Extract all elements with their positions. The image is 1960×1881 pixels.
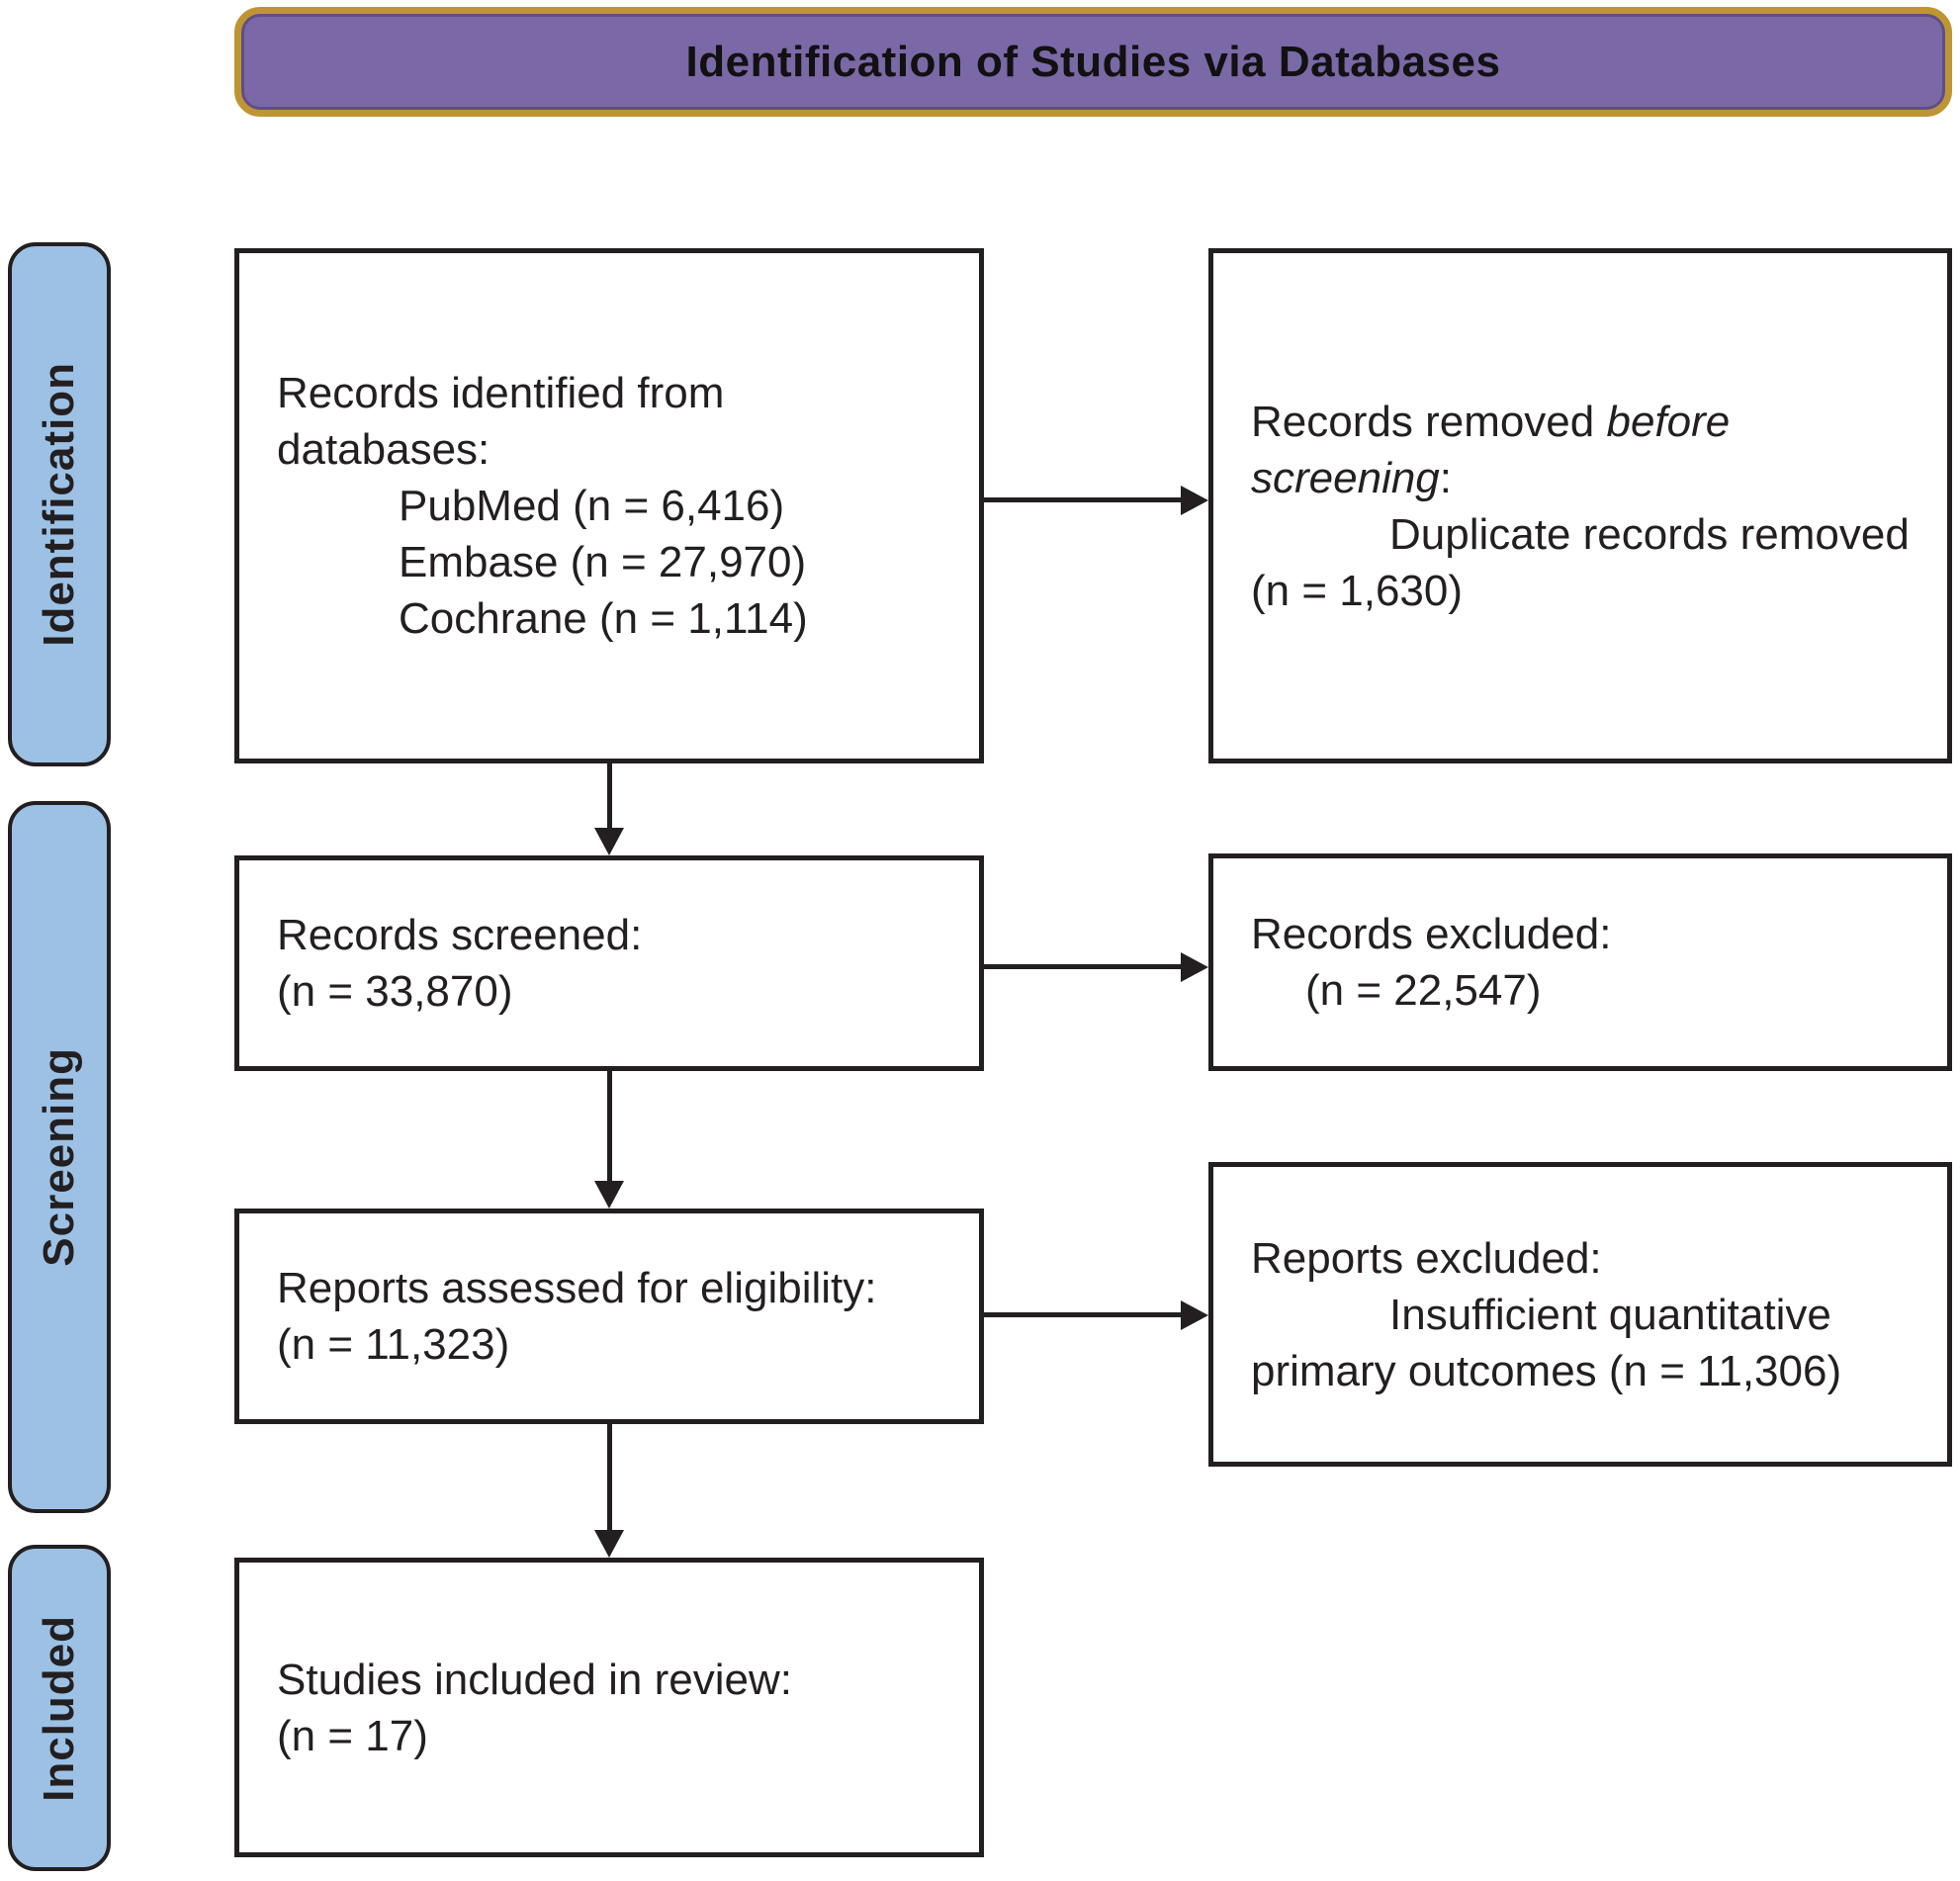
text-line-count: (n = 22,547) [1305,966,1542,1015]
box-reports-assessed: Reports assessed for eligibility: (n = 1… [234,1209,984,1424]
text-line-reason-count: primary outcomes (n = 11,306) [1251,1346,1842,1395]
stage-label-text: Identification [35,362,83,647]
text-line: Studies included in review: [277,1655,792,1704]
box-records-identified: Records identified from databases: PubMe… [234,248,984,763]
text-segment: Records removed [1251,397,1607,446]
box-records-screened: Records screened: (n = 33,870) [234,855,984,1071]
text-line-count: (n = 33,870) [277,967,513,1016]
box-reports-excluded: Reports excluded: Insufficient quantitat… [1208,1162,1952,1467]
text-line-count: (n = 11,323) [277,1320,510,1369]
text-line: databases: [277,425,490,474]
text-line: screening: [1251,450,1929,506]
arrow-line [984,497,1181,502]
stage-label-screening: Screening [8,801,111,1513]
text-line-pubmed: PubMed (n = 6,416) [399,482,785,530]
arrowhead-right-icon [1181,486,1208,515]
text-segment: : [1439,453,1453,502]
text-line: Records screened: [277,911,643,959]
box-studies-included: Studies included in review: (n = 17) [234,1558,984,1857]
text-line-embase: Embase (n = 27,970) [399,538,807,586]
text-line: Records removed before [1251,394,1929,450]
text-line: Reports excluded: [1251,1233,1602,1283]
text-line-duplicates: Duplicate records removed [1389,509,1910,559]
box-records-excluded: Records excluded: (n = 22,547) [1208,853,1952,1071]
text-line-reason: Insufficient quantitative [1389,1290,1831,1339]
text-line: Records excluded: [1251,910,1612,958]
diagram-title-banner: Identification of Studies via Databases [234,7,1952,117]
arrow-line [984,1312,1181,1317]
text-segment-italic: screening [1251,453,1440,502]
box-records-removed: Records removed before screening: Duplic… [1208,248,1952,763]
arrowhead-right-icon [1181,1300,1208,1330]
stage-label-included: Included [8,1545,111,1871]
text-line-count: (n = 17) [277,1711,428,1760]
arrow-line [607,1424,612,1532]
text-segment-italic: before [1606,397,1731,446]
text-line-count: (n = 1,630) [1251,566,1464,615]
arrow-line [607,763,612,830]
arrow-line [607,1071,612,1183]
arrowhead-down-icon [594,1530,624,1558]
arrowhead-down-icon [594,1181,624,1209]
stage-label-identification: Identification [8,242,111,766]
text-line-cochrane: Cochrane (n = 1,114) [399,594,808,643]
arrowhead-right-icon [1181,952,1208,982]
text-line: Records identified from [277,369,725,417]
text-line: Reports assessed for eligibility: [277,1264,877,1312]
stage-label-text: Included [35,1614,83,1802]
arrowhead-down-icon [594,828,624,855]
stage-label-text: Screening [35,1047,83,1267]
arrow-line [984,964,1181,969]
diagram-title: Identification of Studies via Databases [685,37,1501,86]
